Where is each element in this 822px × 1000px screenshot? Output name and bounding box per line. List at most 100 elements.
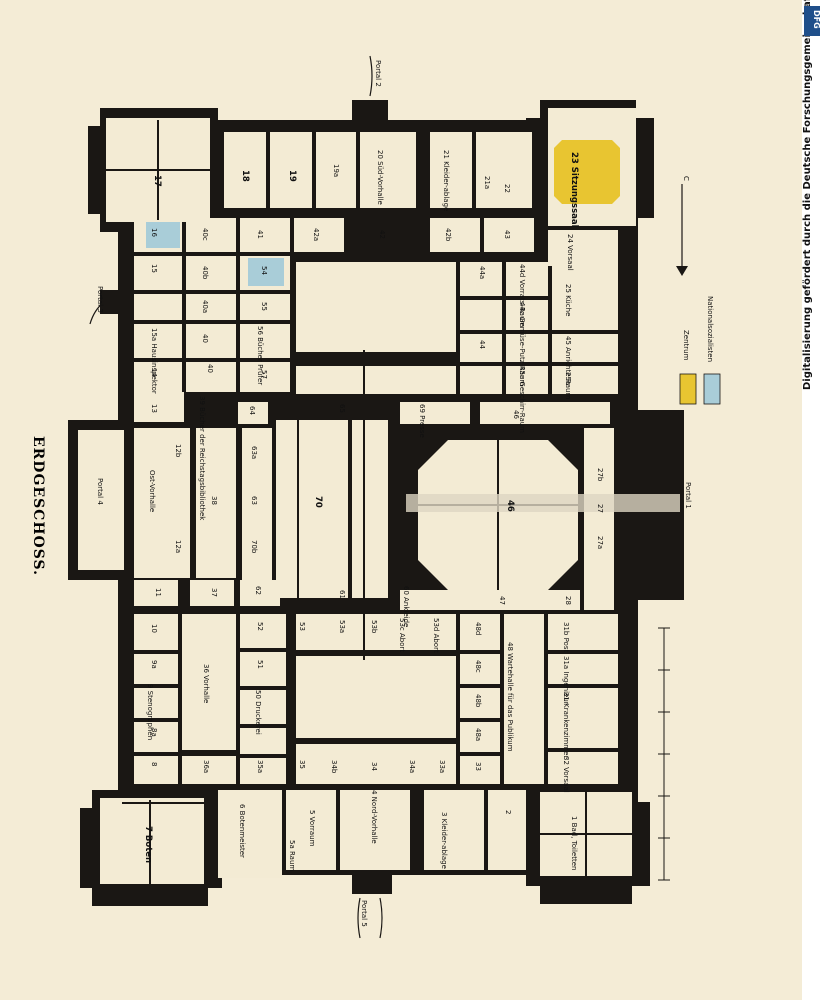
label-69: 69 Presse: [418, 404, 426, 438]
label-31b: 31b Post: [562, 622, 570, 652]
label-19a: 19a: [332, 164, 340, 177]
label-11: 11: [154, 588, 162, 597]
label-42: 42: [378, 230, 386, 239]
legend: Zentrum Nationalsozialisten: [679, 296, 721, 405]
label-12a: 12a: [174, 540, 182, 553]
label-31a: 31a Ingenieur: [562, 656, 570, 705]
room-fills: [78, 108, 636, 884]
label-40c: 40c: [201, 228, 209, 241]
label-23: 23 Sitzungssaal: [569, 152, 579, 228]
label-portal-4: Portal 4: [96, 478, 104, 505]
label-portal-5: Portal 5: [360, 900, 368, 927]
compass-label: C: [682, 176, 690, 181]
label-22: 22: [503, 184, 511, 193]
label-70b: 70b: [250, 540, 258, 554]
label-18: 18: [240, 170, 250, 182]
label-14: 14: [150, 368, 158, 377]
label-42a: 42a: [312, 228, 320, 241]
label-42b: 42b: [444, 228, 452, 242]
room-23-zentrum: [554, 140, 620, 204]
label-31: 31 Krankenzimmer: [562, 692, 570, 758]
label-64: 64: [248, 406, 256, 415]
legend-swatch-ns: [703, 373, 721, 405]
label-48c: 48c: [474, 660, 482, 673]
label-27b: 27b: [596, 468, 604, 482]
label-56: 56 Bücher Prüfer: [256, 326, 264, 385]
label-34: 34: [370, 762, 378, 771]
label-27: 27: [596, 504, 604, 513]
label-27a: 27a: [596, 536, 604, 549]
label-7: 7 Boten: [143, 826, 153, 863]
legend-swatch-zentrum: [679, 373, 697, 405]
label-48d: 48d: [474, 622, 482, 635]
label-2: 2: [504, 810, 512, 814]
label-24: 24 Vorsaal: [566, 234, 574, 271]
label-28: 28: [564, 596, 572, 605]
label-53b: 53b: [370, 620, 378, 634]
durchfahrt-lightband: [406, 494, 680, 512]
room-labels: 17 18 19 19a 20 Süd-Vorhalle 21 Kleider-…: [96, 60, 692, 927]
label-ost-vorhalle: Ost-Vorhalle: [148, 470, 156, 512]
label-47: 47: [498, 596, 506, 605]
compass: C: [676, 176, 690, 276]
room-54-nationalsozialisten: [248, 258, 284, 286]
credit-text: Digitalisierung gefördert durch die Deut…: [802, 0, 813, 390]
label-portal-3: Portal 3: [96, 286, 104, 313]
label-16: 16: [150, 228, 158, 237]
label-36: 36 Vorhalle: [202, 664, 210, 703]
label-33a: 33a: [438, 760, 446, 773]
legend-label-ns: Nationalsozialisten: [706, 296, 714, 362]
label-33: 33: [474, 762, 482, 771]
label-37: 37: [210, 588, 218, 597]
label-9: 9 Stenographen: [146, 684, 154, 740]
label-3: 3 Kleider-ablage: [440, 812, 448, 869]
label-50: 50 Druckerei: [254, 690, 262, 735]
label-10: 10: [150, 624, 158, 633]
label-41: 41: [256, 230, 264, 239]
label-5: 5 Vorraum: [308, 810, 316, 847]
label-19: 19: [287, 170, 297, 182]
label-40-lower: 40: [206, 364, 214, 373]
room-16-nationalsozialisten: [146, 222, 180, 248]
label-63: 63: [250, 496, 258, 505]
label-portal-2: Portal 2: [374, 60, 382, 87]
legend-label-zentrum: Zentrum: [682, 330, 690, 361]
label-53c: 53c Abort: [398, 618, 406, 652]
label-65: 65: [338, 404, 346, 413]
label-48a: 48a: [474, 728, 482, 741]
dfg-logo-text: DFG: [812, 10, 821, 29]
label-15a: 15a Hausinspektor: [150, 328, 158, 394]
label-25: 25 Küche: [564, 284, 572, 316]
label-32: 32 Vorsaal: [562, 756, 570, 793]
portal-markers: [89, 55, 383, 939]
label-1: 1 Bad, Toiletten: [570, 816, 578, 870]
label-55: 55: [260, 302, 268, 311]
label-54: 54: [260, 266, 268, 275]
label-44d: 44d Vorrats-Raum: [518, 264, 526, 327]
label-44: 44: [478, 340, 486, 349]
label-45a: 45a Geschirr-Raum: [518, 366, 526, 433]
label-34b: 34b: [330, 760, 338, 774]
label-8a: 8a: [150, 728, 158, 737]
label-53d: 53d Abort: [432, 618, 440, 653]
label-63a: 63a: [250, 446, 258, 459]
label-48b: 48b: [474, 694, 482, 708]
label-70: 70: [313, 496, 323, 508]
label-45: 45 Anrichte-Raum: [564, 336, 572, 399]
label-51: 51: [256, 660, 264, 669]
label-25a: 25a: [564, 372, 572, 385]
label-48: 48 Wartehalle für das Publikum: [506, 642, 514, 752]
label-46-top: 46: [512, 410, 520, 419]
label-20: 20 Süd-Vorhalle: [376, 150, 384, 205]
credit-strip: [802, 0, 822, 1000]
label-53: 53: [298, 622, 306, 631]
label-44c: 44c Gemüse-Putz-Raum: [518, 302, 526, 386]
scale-bar: [658, 627, 670, 881]
label-35a: 35a: [256, 760, 264, 773]
label-57: 57: [260, 370, 268, 379]
label-34a: 34a: [408, 760, 416, 773]
dfg-logo: [804, 6, 820, 36]
label-39: 39 Bücher der Reichstagsbibliothek: [198, 396, 206, 521]
label-9a: 9a: [150, 660, 158, 669]
label-46: 46: [505, 500, 515, 512]
